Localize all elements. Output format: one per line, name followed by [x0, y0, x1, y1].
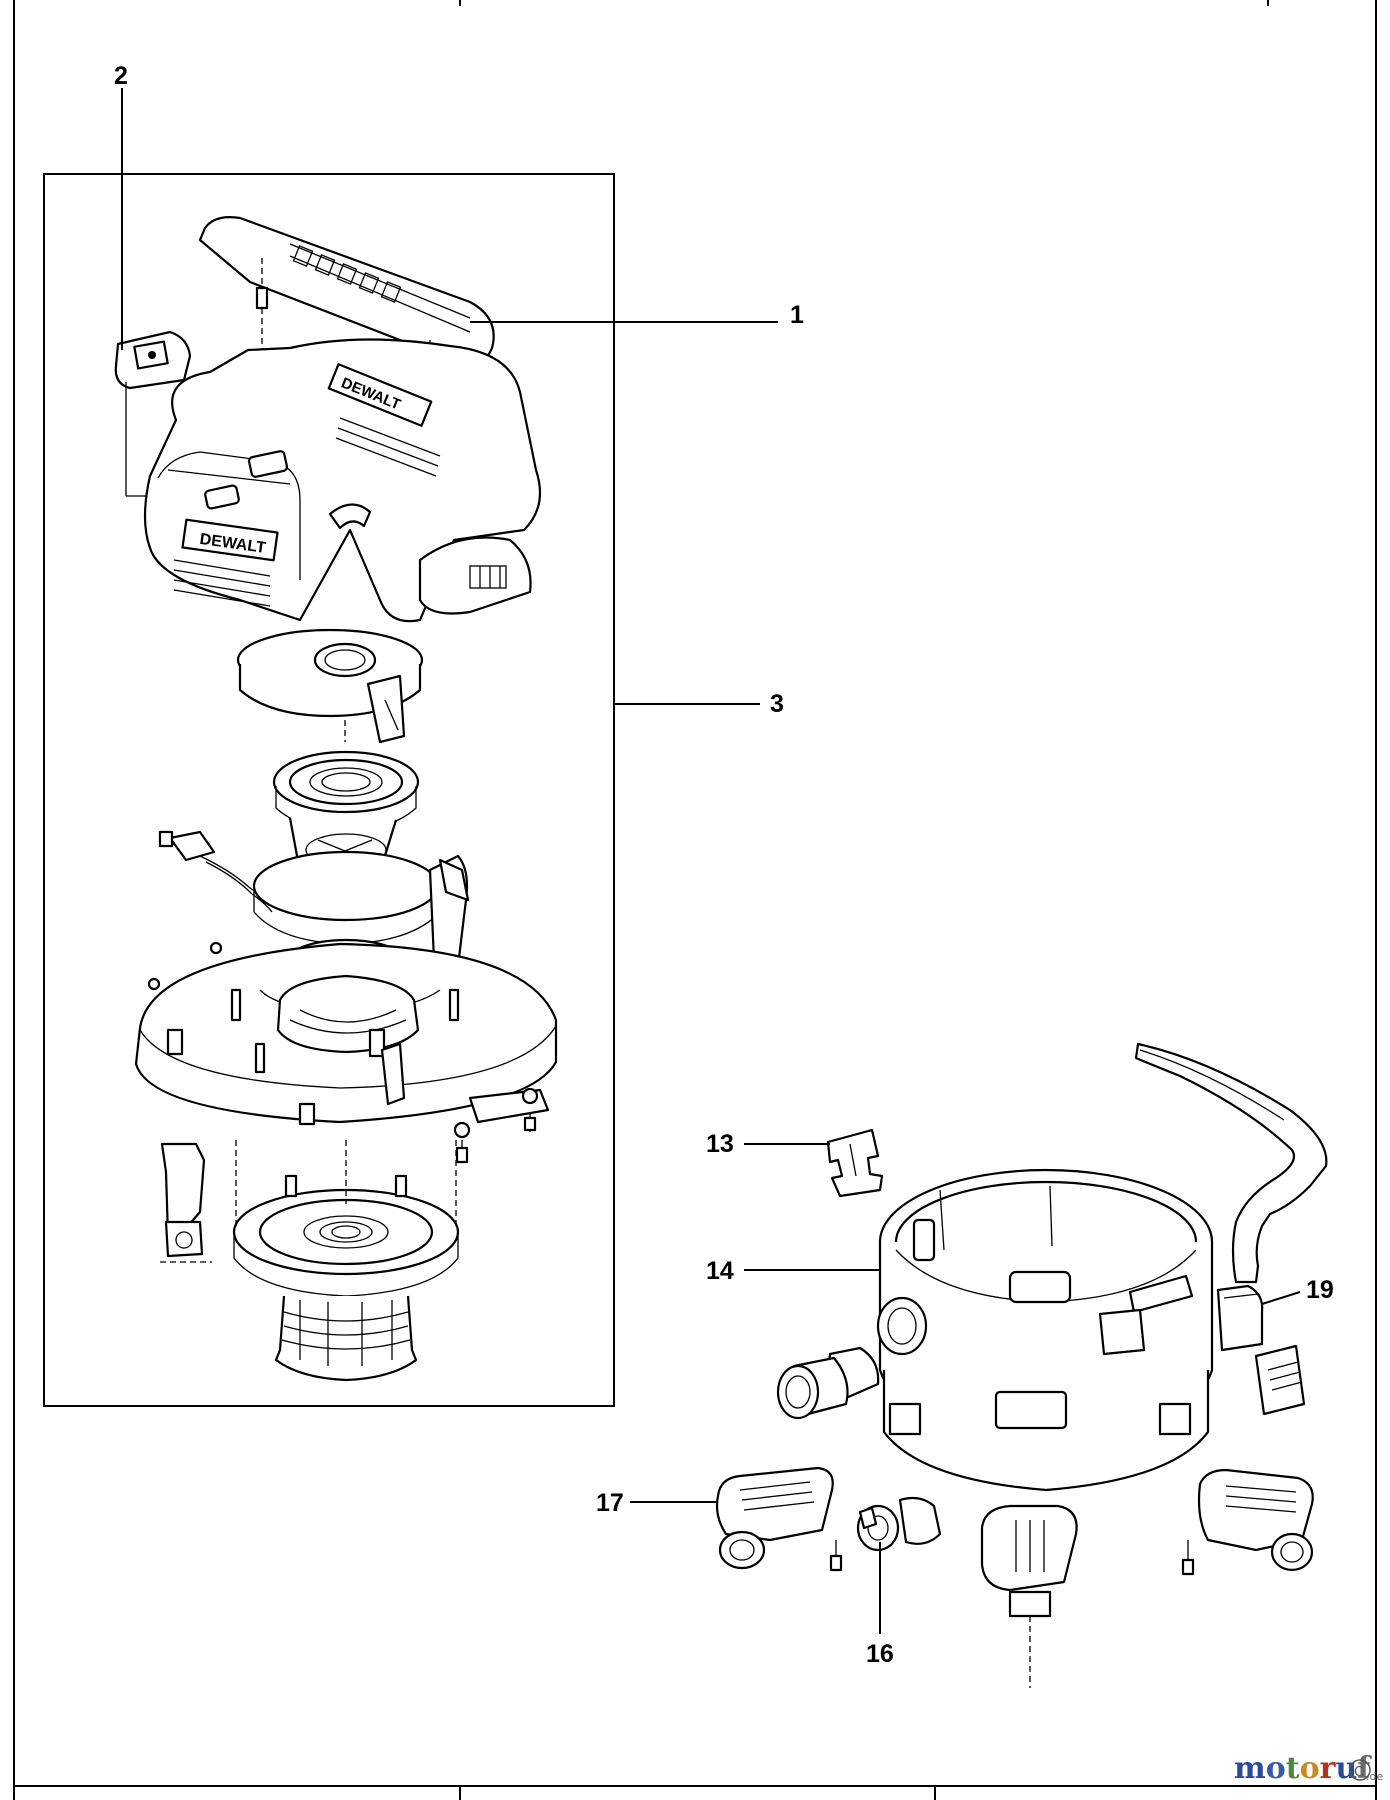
hose-part [1134, 1042, 1328, 1284]
caster-part-17-front [980, 1504, 1078, 1688]
callout-label-14: 14 [706, 1257, 734, 1285]
svg-text:motoruf: motoruf [1234, 1751, 1372, 1786]
watermark-logo: motoruf C .de [1234, 1751, 1383, 1786]
leader-lines [121, 88, 1301, 1634]
callout-label-19: 19 [1306, 1276, 1334, 1304]
switch-part [114, 330, 299, 497]
callout-label-17: 17 [596, 1489, 624, 1517]
page-frame [13, 0, 1377, 1800]
watermark-letter: r [1320, 1751, 1337, 1786]
hose-inlet-part [776, 1296, 928, 1420]
watermark-suffix: .de [1366, 1770, 1383, 1783]
clip-part-13 [826, 1128, 884, 1198]
top-cover-part: DEWALT DEWALT [143, 338, 542, 623]
callout-label-13: 13 [706, 1130, 734, 1158]
svg-text:C: C [1354, 1765, 1363, 1780]
filter-cage-part [236, 628, 424, 744]
motor-plate-part [134, 941, 558, 1164]
clip-part-19 [1216, 1284, 1306, 1416]
watermark-letter: o [1266, 1751, 1286, 1786]
caster-part-17-right [1181, 1468, 1314, 1576]
watermark-letter: u [1335, 1751, 1357, 1786]
watermark-letter: t [1286, 1751, 1300, 1786]
callout-label-2: 2 [114, 62, 128, 90]
float-valve-part [160, 1142, 212, 1263]
filter-housing-part [232, 1140, 460, 1297]
caster-part-17-left [715, 1466, 843, 1572]
power-cord-part [158, 830, 277, 913]
watermark-letter: o [1300, 1751, 1320, 1786]
assembly-bracket-box [43, 173, 615, 1407]
callout-label-3: 3 [770, 690, 784, 718]
bottom-filter-cage-part [274, 1295, 418, 1382]
watermark-letter: m [1234, 1751, 1266, 1786]
callout-label-1: 1 [790, 301, 804, 329]
tank-part [878, 1168, 1214, 1492]
callout-label-16: 16 [866, 1640, 894, 1668]
drain-plug-part-16 [856, 1496, 942, 1552]
